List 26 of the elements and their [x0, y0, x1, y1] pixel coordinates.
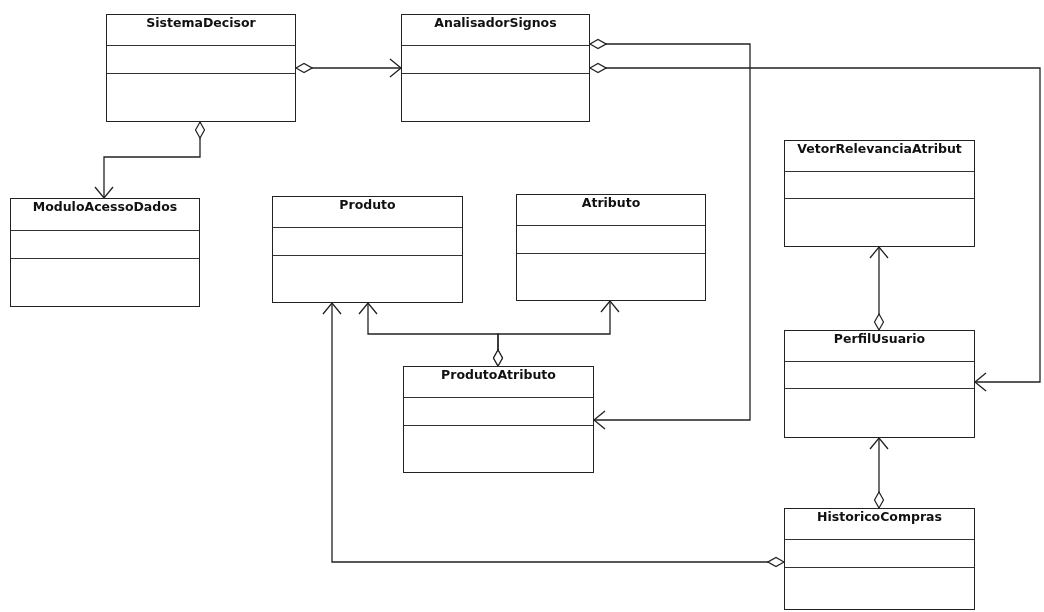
aggregation-arrow — [295, 58, 402, 78]
aggregation-arrow — [589, 38, 751, 430]
class-box — [516, 194, 706, 301]
aggregation-arrow — [492, 300, 620, 367]
class-name: ProdutoAtributo — [440, 367, 557, 384]
class-box — [784, 508, 975, 610]
class-box — [784, 330, 975, 438]
class-name: PerfilUsuario — [832, 331, 927, 348]
class-name: VetorRelevanciaAtribut — [796, 141, 963, 158]
class-name: SistemaDecisor — [145, 15, 257, 32]
aggregation-arrow — [94, 121, 206, 199]
class-box — [403, 366, 594, 473]
class-box — [401, 14, 590, 122]
aggregation-arrow — [589, 62, 1041, 392]
aggregation-arrow — [322, 302, 785, 568]
class-box — [106, 14, 296, 122]
class-name: AnalisadorSignos — [433, 15, 558, 32]
class-box — [10, 198, 200, 307]
class-name: HistoricoCompras — [816, 509, 943, 526]
class-name: Produto — [338, 197, 397, 214]
class-name: Atributo — [580, 195, 642, 212]
class-box — [784, 140, 975, 247]
class-name: ModuloAcessoDados — [31, 199, 179, 216]
aggregation-arrow — [869, 246, 889, 331]
aggregation-arrow — [869, 437, 889, 509]
class-box — [272, 196, 463, 303]
